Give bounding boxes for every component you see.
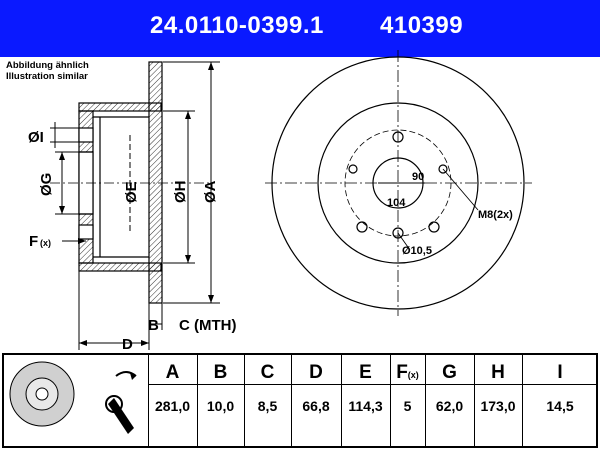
label-I: ØI	[28, 129, 44, 146]
table-col-divider	[425, 354, 426, 447]
table-col-divider	[474, 354, 475, 447]
label-E: ØE	[123, 181, 140, 203]
value-C: 8,5	[257, 398, 278, 414]
label-hole-diameter: Ø10,5	[402, 245, 432, 257]
label-G: ØG	[38, 173, 55, 196]
col-header-F-label: F	[396, 362, 408, 383]
wrench-icon	[105, 395, 134, 434]
illustration-note: Abbildung ähnlich Illustration similar	[6, 60, 89, 82]
table-col-divider	[390, 354, 391, 447]
value-E: 114,3	[348, 398, 383, 414]
disc-friction-ring	[148, 61, 163, 304]
friction-inner-circle	[317, 102, 479, 264]
label-F: F	[29, 233, 38, 250]
value-F: 5	[403, 398, 412, 414]
col-header-I: I	[557, 362, 563, 383]
torque-icon	[115, 371, 137, 380]
label-F-sub: (x)	[40, 238, 51, 248]
label-B: B	[148, 317, 159, 334]
part-number: 24.0110-0399.1	[150, 12, 324, 39]
header-bar: 24.0110-0399.1 410399	[0, 0, 600, 57]
thread-hole-right	[438, 164, 448, 174]
label-104: 104	[387, 197, 406, 209]
side-section-view	[50, 61, 215, 304]
bolt-hole-2	[428, 221, 440, 233]
value-G: 62,0	[435, 398, 464, 414]
label-H: ØH	[172, 181, 189, 204]
col-header-A: A	[165, 362, 180, 383]
disc-thumbnail	[9, 361, 137, 434]
table-col-divider	[291, 354, 292, 447]
hat-top-wall	[78, 102, 162, 112]
col-header-D: D	[309, 362, 323, 383]
col-header-C: C	[260, 362, 275, 383]
bolt-hole-1	[392, 131, 404, 143]
table-col-divider	[244, 354, 245, 447]
label-90: 90	[412, 171, 424, 183]
value-I: 14,5	[546, 398, 574, 414]
col-header-E: E	[359, 362, 372, 383]
bolt-hole-4	[392, 227, 404, 239]
note-line-de: Abbildung ähnlich	[6, 60, 89, 71]
side-view-dimensions	[50, 61, 220, 350]
col-header-F: F(x)	[390, 362, 425, 384]
label-D: D	[122, 336, 133, 352]
value-B: 10,0	[206, 398, 235, 414]
table-row-divider	[148, 384, 598, 385]
front-view	[265, 50, 532, 316]
label-A: ØA	[202, 180, 219, 203]
table-col-divider	[522, 354, 523, 447]
value-A: 281,0	[154, 398, 191, 414]
technical-drawing: ØI ØG ØE ØH ØA F (x) B C (MTH) D 90 104 …	[28, 50, 532, 352]
note-line-en: Illustration similar	[6, 71, 88, 82]
bolt-hole-top	[78, 127, 94, 143]
hat-bottom-wall	[78, 262, 162, 272]
col-header-F-sub: (x)	[407, 370, 419, 380]
col-header-B: B	[213, 362, 228, 383]
bolt-hole-3	[356, 221, 368, 233]
bolt-hole-bottom	[78, 224, 94, 240]
table-col-divider	[341, 354, 342, 447]
dimension-arrows	[59, 62, 214, 346]
col-header-G: G	[442, 362, 457, 383]
label-C: C (MTH)	[179, 317, 236, 334]
value-H: 173,0	[480, 398, 516, 414]
thread-hole-left	[348, 164, 358, 174]
reference-number: 410399	[380, 12, 464, 39]
table-col-divider	[197, 354, 198, 447]
spec-table	[2, 353, 598, 448]
table-col-divider	[148, 354, 149, 447]
col-header-H: H	[491, 362, 505, 383]
label-thread: M8(2x)	[478, 209, 513, 221]
value-D: 66,8	[302, 398, 330, 414]
